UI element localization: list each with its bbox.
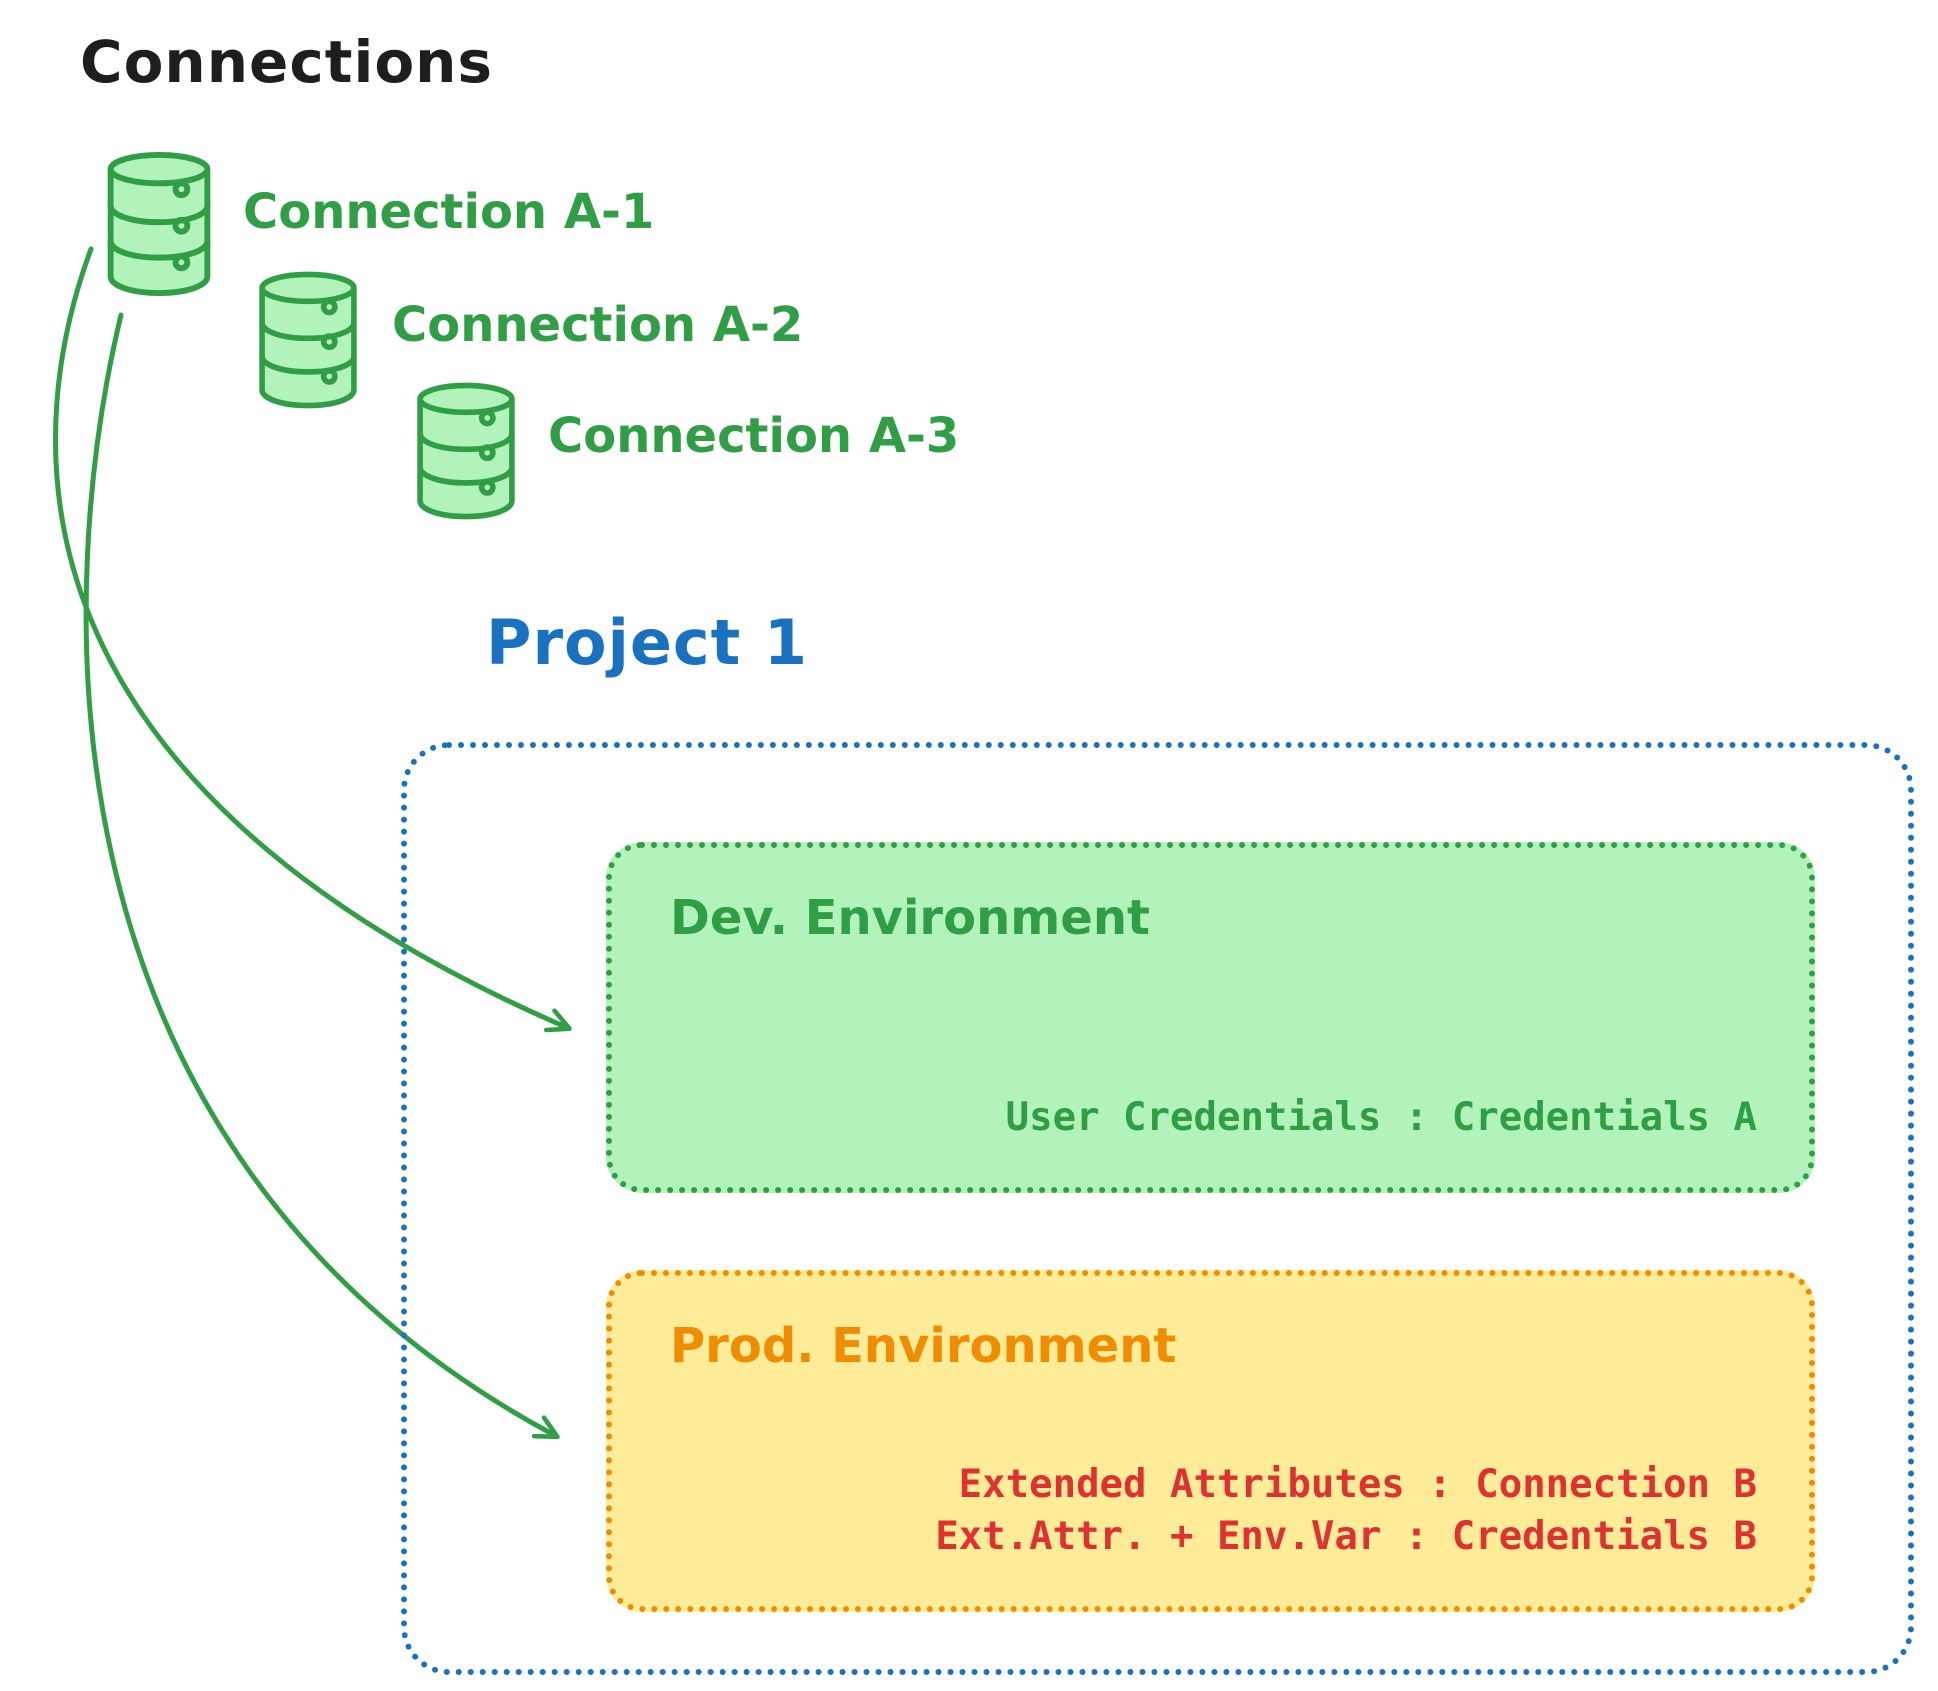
dev-environment-box: Dev. Environment User Credentials : Cred… — [606, 842, 1815, 1193]
connection-label: Connection A-1 — [243, 184, 655, 240]
dev-credentials-line: User Credentials : Credentials A — [1005, 1094, 1757, 1140]
database-icon — [107, 152, 211, 296]
dev-environment-title: Dev. Environment — [670, 890, 1150, 946]
prod-environment-box: Prod. Environment Extended Attributes : … — [606, 1270, 1815, 1612]
database-icon — [417, 382, 515, 520]
project-title: Project 1 — [486, 606, 809, 679]
prod-environment-attributes: Extended Attributes : Connection B Ext.A… — [935, 1459, 1757, 1562]
prod-environment-title: Prod. Environment — [670, 1318, 1177, 1374]
page-title: Connections — [80, 28, 493, 96]
connection-label: Connection A-3 — [548, 408, 960, 464]
dev-environment-credentials: User Credentials : Credentials A — [1006, 1092, 1757, 1143]
database-icon — [259, 271, 357, 409]
prod-attributes-line-1: Extended Attributes : Connection B — [958, 1462, 1757, 1508]
project-container: Dev. Environment User Credentials : Cred… — [401, 742, 1914, 1675]
prod-attributes-line-2: Ext.Attr. + Env.Var : Credentials B — [935, 1513, 1757, 1559]
connection-label: Connection A-2 — [392, 297, 804, 353]
